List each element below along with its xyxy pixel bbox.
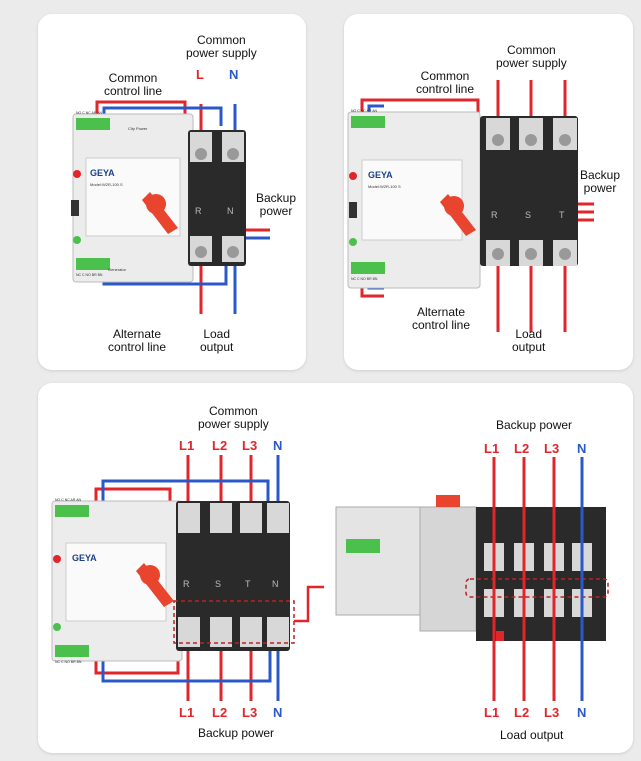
indicator-a [349,172,357,180]
side-body [335,506,421,616]
t-letter: T [559,210,565,220]
n-letter: N [272,579,279,589]
panel3-drawing: GEYA NO C NC AR AN NC C NO BR BN R S T N [51,455,609,701]
panel-2p-wiring: GEYA Model:W2R-100 S City Power Generato… [38,14,306,370]
manual-switch [349,202,357,218]
bottom-n: N [273,705,283,720]
r-letter: R [183,579,190,589]
terminals-bottom-text: NC C NO BR BN [351,277,378,281]
r-letter: R [195,206,202,216]
wire-control-blue-top [102,106,223,126]
r-letter: R [491,210,498,220]
right-bottom-l2: L2 [514,705,530,720]
phase-l-label: L [196,67,204,82]
indicator-b [53,623,61,631]
terminal-block-bottom [351,262,385,274]
right-top-l1: L1 [484,441,500,456]
terminal-block-bottom [76,258,110,270]
panel2-drawing: GEYA Model:W2R-100 S NO C NC AR AN NC C … [347,80,594,332]
dashed-box-right [465,578,609,598]
top-l1: L1 [179,438,195,453]
city-power-text: City Power [128,126,148,131]
terminals-bottom-text: NC C NO BR BN [76,273,103,277]
terminals-top-text: NO C NC AR AN [351,109,378,113]
right-backup-power-label: Backup power [496,418,573,432]
right-top-l2: L2 [514,441,530,456]
wire-control-blue-top [367,104,384,112]
s-letter: S [525,210,531,220]
wire-control-red-top [360,98,480,116]
generator-text: Generator [108,267,127,272]
bottom-l1: L1 [179,705,195,720]
t-letter: T [245,579,251,589]
side-handle [436,495,460,507]
panel-3p-wiring: GEYA Model:W2R-100 S NO C NC AR AN NC C … [344,14,633,370]
model-text: Model:W2R-100 S [90,182,123,187]
phase-n-label: N [229,67,239,82]
right-top-l3: L3 [544,441,560,456]
side-black [476,507,606,641]
panel1-drawing: GEYA Model:W2R-100 S City Power Generato… [71,100,270,314]
backup-power-bottom-label: Backup power [198,726,275,740]
black-block [188,130,246,266]
s-letter: S [215,579,221,589]
wire-link [294,585,324,623]
terminals-top-text: NO C NC AR AN [55,498,82,502]
bottom-l2: L2 [212,705,228,720]
right-bottom-n: N [577,705,587,720]
top-l3: L3 [242,438,258,453]
indicator-a [53,555,61,563]
model-text: Model:W2R-100 S [368,184,401,189]
right-bottom-l3: L3 [544,705,560,720]
n-letter: N [227,206,234,216]
terminal-block-top [76,118,110,130]
brand-text: GEYA [72,553,97,563]
wire-control-blue [101,479,270,511]
top-n: N [273,438,283,453]
terminals-top-text: NO C NC AR AN [76,111,103,115]
brand-text: GEYA [90,168,115,178]
black-block [176,501,290,651]
top-l2: L2 [212,438,228,453]
right-top-n: N [577,441,587,456]
panel-4p-wiring: GEYA NO C NC AR AN NC C NO BR BN R S T N… [38,383,633,753]
terminal-block-bottom [55,645,89,657]
wire-control-red [94,487,172,511]
manual-switch [71,200,79,216]
side-clip [496,631,504,641]
wire-alt-blue [101,635,272,683]
side-terminal [346,539,380,553]
terminals-bottom-text: NC C NO BR BN [55,660,82,664]
indicator-b [73,236,81,244]
load-output-label: Load output [500,728,564,742]
black-block [480,116,578,266]
bottom-l3: L3 [242,705,258,720]
brand-text: GEYA [368,170,393,180]
indicator-b [349,238,357,246]
terminal-block-top [351,116,385,128]
side-mid [419,506,477,632]
indicator-a [73,170,81,178]
right-bottom-l1: L1 [484,705,500,720]
terminal-block-top [55,505,89,517]
